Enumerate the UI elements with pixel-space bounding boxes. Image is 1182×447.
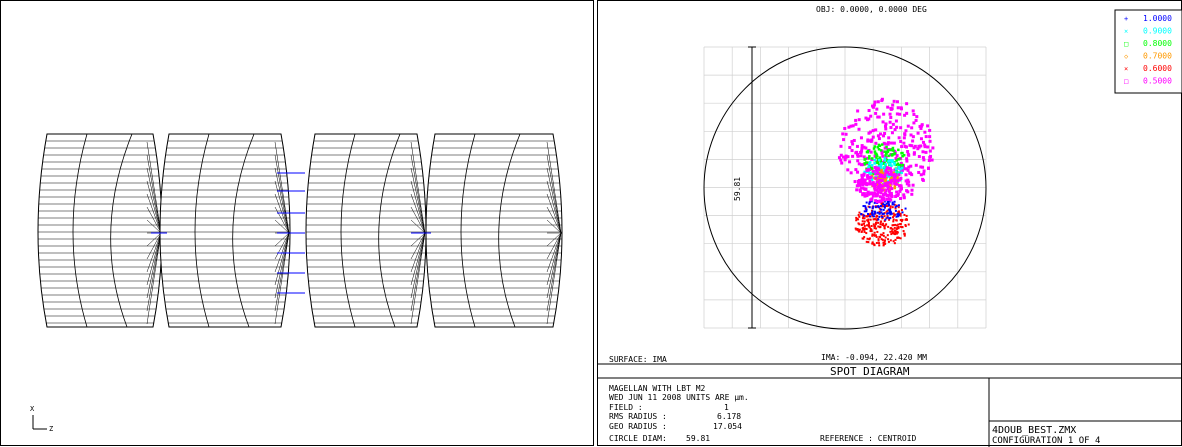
info-block: MAGELLAN WITH LBT M2 WED JUN 11 2008 UNI… bbox=[609, 384, 917, 443]
axis-indicator: X Z bbox=[30, 405, 53, 433]
diagram-title: SPOT DIAGRAM bbox=[830, 365, 910, 378]
geo-radius-value: 17.054 bbox=[713, 422, 742, 431]
lens-element bbox=[37, 133, 163, 328]
spot-cluster bbox=[854, 201, 910, 247]
legend-label: 0.8000 bbox=[1143, 39, 1172, 48]
lens-element bbox=[425, 133, 563, 328]
legend-marker-icon: × bbox=[1124, 28, 1128, 36]
rms-radius-value: 6.178 bbox=[717, 412, 741, 421]
spot-cluster bbox=[857, 165, 903, 204]
rms-radius-label: RMS RADIUS : bbox=[609, 412, 667, 421]
info-line-date-units: WED JUN 11 2008 UNITS ARE µm. bbox=[609, 393, 749, 402]
legend-marker-icon: □ bbox=[1124, 40, 1128, 48]
legend-label: 0.9000 bbox=[1143, 27, 1172, 36]
legend-label: 0.7000 bbox=[1143, 52, 1172, 61]
circle-diam-value: 59.81 bbox=[686, 434, 710, 443]
lens-layout-drawing: X Z bbox=[30, 133, 563, 433]
legend-entry: □ 0.8000 bbox=[1124, 39, 1172, 48]
scale-bar-label: 59.81 bbox=[733, 177, 742, 201]
spot-diagram-panel: OBJ: 0.0000, 0.0000 DEG 59.81 +1.0000 × 0.… bbox=[597, 0, 1182, 447]
lens-elements bbox=[37, 133, 563, 328]
spot-points bbox=[837, 97, 935, 247]
configuration-label: CONFIGURATION 1 OF 4 bbox=[992, 436, 1100, 446]
wavelength-legend: +1.0000 × 0.9000 □ 0.8000 ◇ 0.7000 × 0.6000 □ 0.50… bbox=[1114, 9, 1182, 94]
legend-marker-icon: ◇ bbox=[1124, 53, 1129, 61]
field-value: 1 bbox=[724, 403, 729, 412]
circle-diam-label: CIRCLE DIAM: bbox=[609, 434, 667, 443]
image-position-label: IMA: -0.094, 22.420 MM bbox=[821, 353, 927, 362]
legend-marker-icon: + bbox=[1124, 15, 1128, 23]
file-box: 4DOUB_BEST.ZMX CONFIGURATION 1 OF 4 bbox=[988, 378, 1182, 447]
legend-entry: +1.0000 bbox=[1124, 14, 1172, 23]
legend-entry: × 0.6000 bbox=[1124, 64, 1172, 73]
file-name: 4DOUB_BEST.ZMX bbox=[992, 425, 1076, 436]
surface-label: SURFACE: IMA bbox=[609, 355, 667, 364]
axis-z-label: Z bbox=[49, 425, 53, 433]
reference-circle bbox=[703, 46, 987, 330]
spot-diagram-drawing: OBJ: 0.0000, 0.0000 DEG 59.81 +1.0000 × 0.… bbox=[598, 5, 1182, 447]
info-line-title: MAGELLAN WITH LBT M2 bbox=[609, 384, 706, 393]
legend-entry: ◇ 0.7000 bbox=[1124, 52, 1172, 61]
scale-bar: 59.81 bbox=[733, 46, 756, 329]
legend-marker-icon: × bbox=[1124, 65, 1128, 73]
legend-label: 0.5000 bbox=[1143, 77, 1172, 86]
reference-label: REFERENCE : CENTROID bbox=[820, 434, 917, 443]
field-label: FIELD : bbox=[609, 403, 643, 412]
layout-panel: X Z bbox=[0, 0, 594, 446]
legend-entry: □ 0.5000 bbox=[1124, 77, 1172, 86]
lens-element bbox=[159, 133, 291, 328]
legend-entry: × 0.9000 bbox=[1124, 27, 1172, 36]
geo-radius-label: GEO RADIUS : bbox=[609, 422, 667, 431]
spot-cluster bbox=[860, 199, 907, 221]
object-field-label: OBJ: 0.0000, 0.0000 DEG bbox=[816, 5, 927, 14]
legend-label: 0.6000 bbox=[1143, 64, 1172, 73]
legend-label: 1.0000 bbox=[1143, 14, 1172, 23]
legend-marker-icon: □ bbox=[1124, 78, 1128, 86]
lens-element bbox=[305, 133, 427, 328]
spot-grid bbox=[703, 46, 987, 329]
axis-x-label: X bbox=[30, 405, 35, 413]
